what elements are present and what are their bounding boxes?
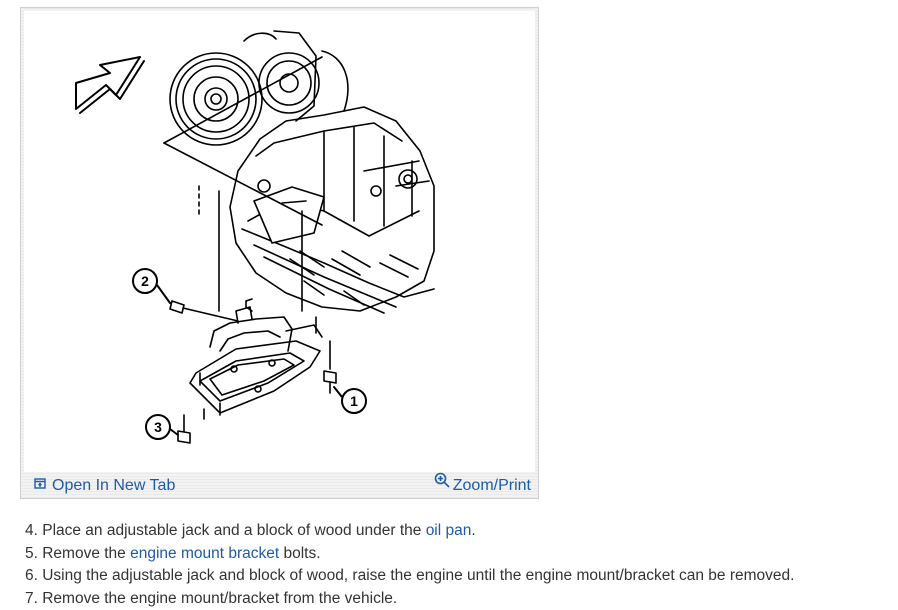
engine-mount-bracket-link[interactable]: engine mount bracket	[130, 545, 279, 562]
step-text: bolts.	[279, 545, 320, 562]
step-4: 4. Place an adjustable jack and a block …	[25, 520, 885, 543]
crankshaft-pulley	[170, 53, 262, 145]
engine-mount-bracket	[190, 299, 322, 419]
engine-mount-diagram[interactable]: 2 1 3	[24, 11, 535, 472]
step-6: 6. Using the adjustable jack and block o…	[25, 565, 885, 588]
leader-lines	[164, 57, 322, 311]
callout-label-1: 1	[350, 393, 358, 409]
zoom-print-link[interactable]: Zoom/Print	[434, 477, 531, 495]
figure-frame: 2 1 3 Open In New Tab	[20, 7, 539, 499]
callout-label-2: 2	[141, 273, 149, 289]
accessory-pulley	[244, 31, 348, 121]
figure-toolbar: Open In New Tab Zoom/Print	[21, 472, 538, 499]
callout-2	[133, 269, 170, 303]
step-text: .	[471, 522, 475, 539]
step-7: 7. Remove the engine mount/bracket from …	[25, 588, 885, 610]
oil-pan	[242, 187, 434, 313]
callout-3	[146, 415, 178, 439]
oil-pan-link[interactable]: oil pan	[426, 522, 472, 539]
step-text: 6. Using the adjustable jack and block o…	[25, 567, 794, 584]
step-5: 5. Remove the engine mount bracket bolts…	[25, 543, 885, 566]
step-text: 4. Place an adjustable jack and a block …	[25, 522, 426, 539]
open-new-tab-icon	[34, 477, 47, 495]
open-in-new-tab-link[interactable]: Open In New Tab	[34, 477, 175, 495]
open-in-new-tab-label: Open In New Tab	[52, 477, 175, 495]
callout-label-3: 3	[154, 419, 162, 435]
zoom-print-label: Zoom/Print	[453, 477, 531, 495]
step-text: 7. Remove the engine mount/bracket from …	[25, 590, 397, 607]
step-text: 5. Remove the	[25, 545, 130, 562]
magnifier-plus-icon	[434, 472, 451, 494]
direction-arrow-icon	[76, 57, 144, 113]
procedure-steps: 4. Place an adjustable jack and a block …	[25, 520, 885, 610]
